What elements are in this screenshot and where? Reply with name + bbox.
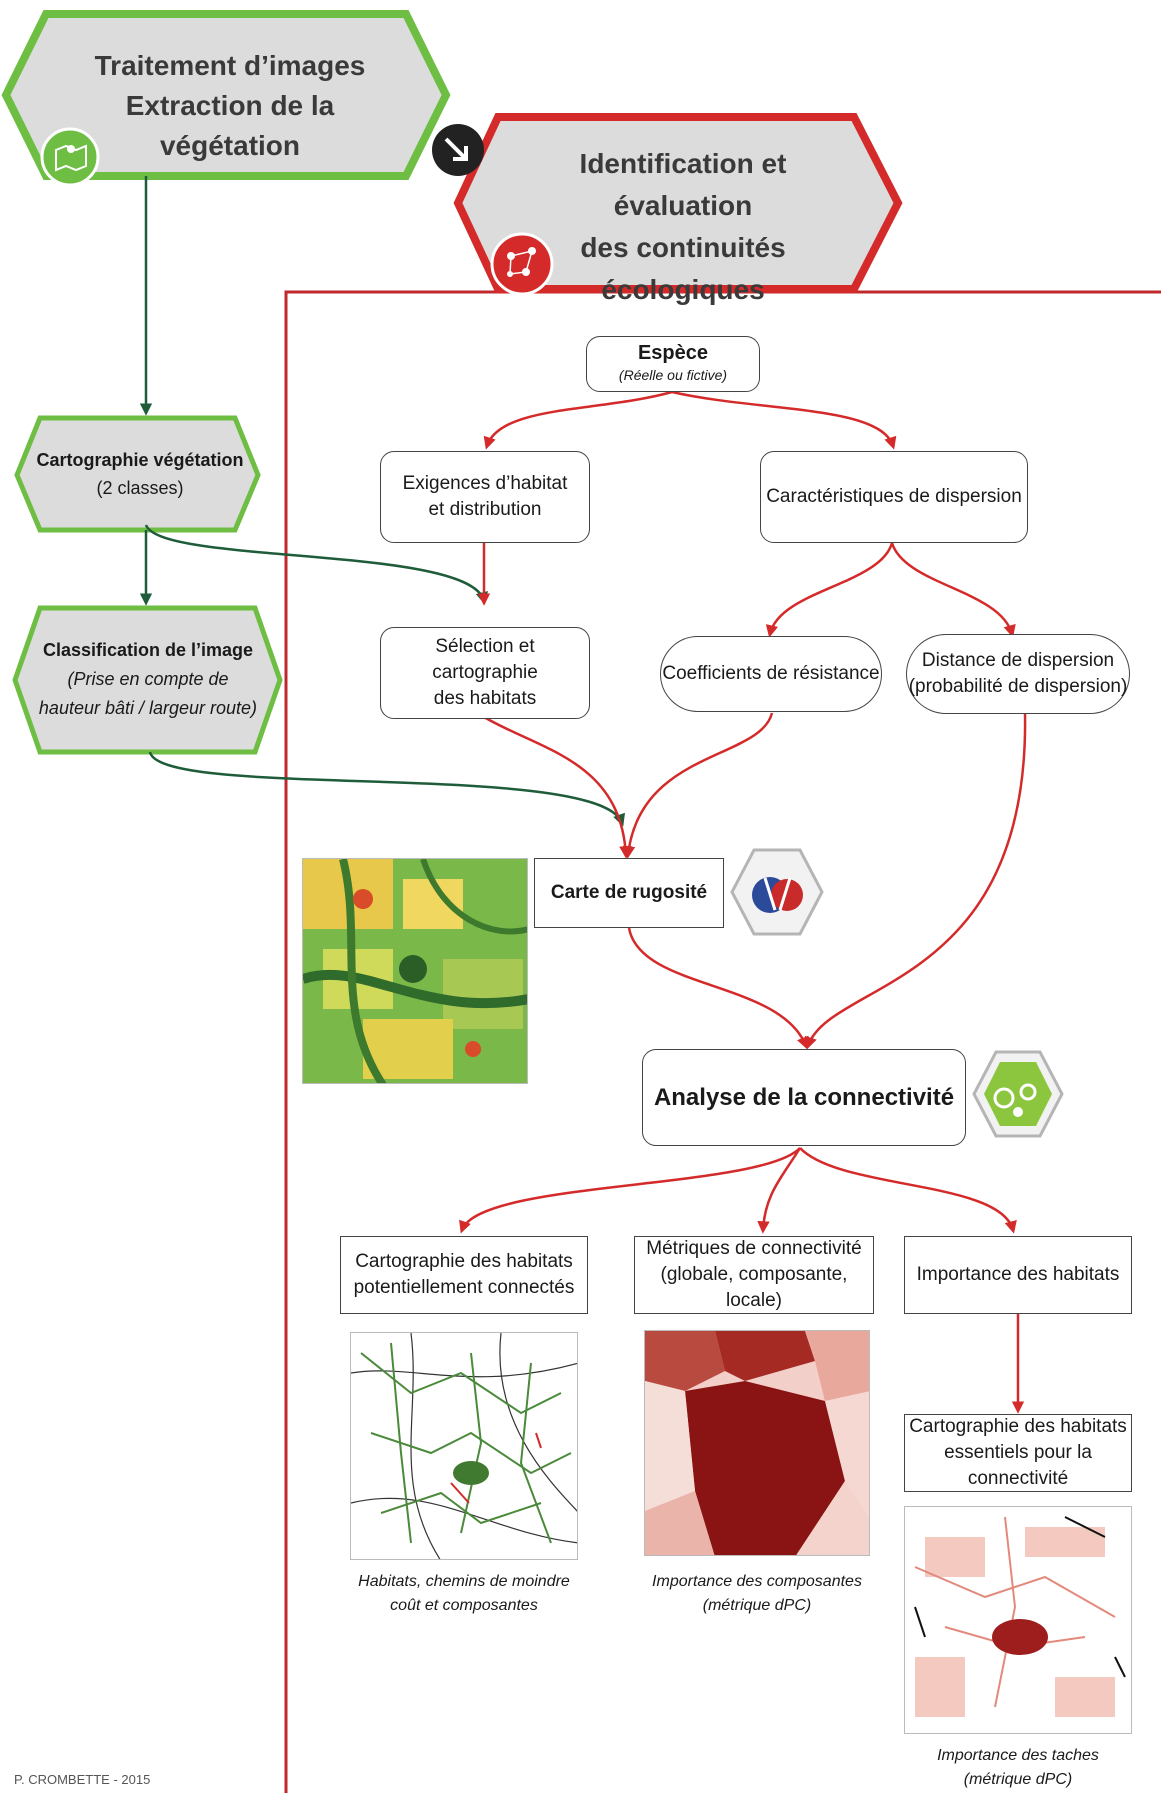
roughness-map-node: Carte de rugosité [534, 858, 724, 928]
essential-line2: essentiels pour la connectivité [944, 1442, 1092, 1489]
habitat-requirements-node: Exigences d’habitat et distribution [380, 451, 590, 543]
distance-line1: Distance de dispersion [921, 650, 1115, 671]
metrics-line1: Métriques de connectivité [646, 1238, 862, 1259]
essential-line1: Cartographie des habitats [909, 1416, 1127, 1437]
essential-habitats-node: Cartographie des habitats essentiels pou… [904, 1414, 1132, 1492]
patch-caption-line1: Importance des taches [937, 1747, 1099, 1764]
connectivity-metrics-node: Métriques de connectivité (globale, comp… [634, 1236, 874, 1314]
habitats-caption-line1: Habitats, chemins de moindre [358, 1573, 570, 1590]
dispersal-distance-node: Distance de dispersion (probabilité de d… [906, 634, 1130, 714]
classification-note-1: (Prise en compte de [67, 669, 229, 689]
habitat-select-line1: Sélection et cartographie [432, 636, 538, 683]
connectivity-label: Analyse de la connectivité [653, 1083, 955, 1111]
classification-node: Classification de l’image (Prise en comp… [20, 636, 276, 723]
arrow-dispersal-to-distance [890, 542, 1016, 638]
species-title: Espèce [637, 342, 709, 364]
species-node: Espèce (Réelle ou fictive) [586, 336, 760, 392]
arrow-rough-to-connect [627, 927, 809, 1050]
connectivity-tool-icon [972, 1050, 1064, 1138]
metrics-line2: (globale, composante, locale) [660, 1264, 848, 1311]
importance-label: Importance des habitats [916, 1264, 1120, 1285]
veg-map-hexagon [14, 415, 261, 533]
patch-map-caption: Importance des taches (métrique dPC) [904, 1744, 1132, 1792]
veg-map-title: Cartographie végétation [36, 450, 244, 470]
header-right-hexagon [453, 113, 903, 293]
habitat-importance-node: Importance des habitats [904, 1236, 1132, 1314]
dispersal-label: Caractéristiques de dispersion [766, 486, 1022, 507]
arrow-dispersal-to-resist [765, 542, 894, 638]
arrow-connect-to-importance [799, 1147, 1017, 1234]
map-badge-icon [40, 127, 100, 187]
arrow-class-to-rough [148, 751, 625, 827]
habitats-map-line2: potentiellement connectés [353, 1277, 575, 1298]
header-right-line1: Identification et évaluation [579, 148, 787, 221]
network-badge-icon [490, 232, 554, 296]
arrow-resist-to-rough [622, 712, 774, 859]
connectivity-analysis-node: Analyse de la connectivité [642, 1049, 966, 1146]
arrow-select-to-rough [483, 715, 632, 859]
veg-map-subtitle: (2 classes) [96, 478, 184, 498]
potential-habitats-node: Cartographie des habitats potentiellemen… [340, 1236, 588, 1314]
patch-caption-line2: (métrique dPC) [963, 1771, 1073, 1788]
distance-line2: (probabilité de dispersion) [908, 676, 1128, 697]
header-right-title: Identification et évaluation des continu… [508, 143, 858, 311]
classification-note-2: hauteur bâti / largeur route) [38, 698, 258, 718]
patch-importance-map-image [904, 1506, 1132, 1734]
habitats-map-caption: Habitats, chemins de moindre coût et com… [350, 1570, 578, 1618]
arrow-species-to-habitat [483, 390, 673, 450]
dispersal-node: Caractéristiques de dispersion [760, 451, 1028, 543]
species-subtitle: (Réelle ou fictive) [618, 367, 728, 383]
habitats-caption-line2: coût et composantes [390, 1597, 538, 1614]
resistance-node: Coefficients de résistance [660, 636, 882, 712]
arrow-connect-to-metrics [757, 1147, 802, 1234]
arrow-connect-to-habitats [459, 1147, 801, 1234]
habitat-select-line2: des habitats [433, 688, 537, 709]
habitat-req-line2: et distribution [428, 499, 542, 520]
metrics-caption-line1: Importance des composantes [652, 1573, 862, 1590]
resistance-label: Coefficients de résistance [662, 663, 880, 684]
veg-map-node: Cartographie végétation (2 classes) [30, 446, 250, 502]
header-left-hexagon [1, 10, 451, 180]
components-importance-map-image [644, 1330, 870, 1556]
header-left-line2: Extraction de la végétation [125, 90, 335, 161]
credit-text: P. CROMBETTE - 2015 [14, 1772, 151, 1787]
arrow-species-to-dispersal [671, 390, 897, 450]
header-right-line2: des continuités écologiques [580, 232, 786, 305]
section-frame [284, 290, 1161, 1793]
metrics-caption-line2: (métrique dPC) [702, 1597, 812, 1614]
classification-title: Classification de l’image [42, 640, 254, 660]
habitat-selection-node: Sélection et cartographie des habitats [380, 627, 590, 719]
habitats-network-map-image [350, 1332, 578, 1560]
header-left-line1: Traitement d’images [94, 50, 366, 81]
classification-hexagon [12, 605, 283, 755]
metrics-map-caption: Importance des composantes (métrique dPC… [634, 1570, 880, 1618]
arrow-veg-to-select [144, 524, 488, 605]
header-left-title: Traitement d’images Extraction de la vég… [60, 46, 400, 166]
habitat-req-line1: Exigences d’habitat [402, 473, 568, 494]
roughness-tool-icon [730, 848, 824, 936]
habitats-map-line1: Cartographie des habitats [355, 1251, 573, 1272]
arrow-distance-to-connect [804, 712, 1027, 1050]
roughness-label: Carte de rugosité [550, 882, 708, 903]
roughness-map-image [302, 858, 528, 1084]
